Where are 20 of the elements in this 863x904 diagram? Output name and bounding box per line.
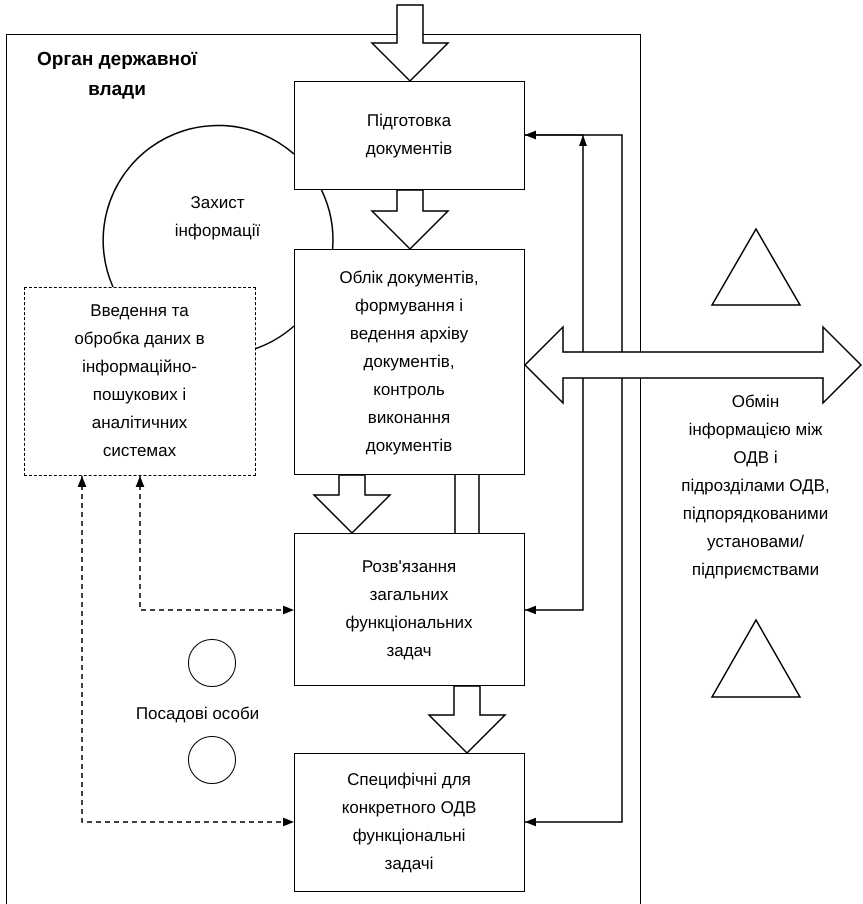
triangle-shape xyxy=(712,620,800,697)
block-arrow xyxy=(370,4,450,82)
block-arrow xyxy=(370,189,450,250)
process-box: Розв'язання загальних функціональних задач xyxy=(294,532,524,686)
block-arrow xyxy=(427,685,507,754)
circle-shape xyxy=(188,736,236,784)
double-line-connector xyxy=(454,474,480,534)
triangle-shape xyxy=(712,229,800,305)
dashed-process-box: Введення та обробка даних в інформаційно-пошукових і аналітичних системах xyxy=(24,286,256,476)
circle-shape xyxy=(188,638,236,686)
exchange-description: Обмін інформацією між ОДВ і підрозділами ОДВ, підпорядкованими установами/ підприємствами xyxy=(680,391,831,581)
process-box: Підготовка документів xyxy=(294,80,524,190)
process-box: Облік документів, формування і ведення архіву документів, контроль виконання документів xyxy=(294,248,524,474)
group-title: Орган державної влади xyxy=(36,48,198,102)
organization-frame xyxy=(6,34,641,904)
block-arrow xyxy=(312,474,392,534)
double-block-arrow xyxy=(524,325,862,405)
process-box: Специфічні для конкретного ОДВ функціональні задачі xyxy=(294,752,524,892)
circle-label: Захист інформації xyxy=(160,184,276,248)
staff-label: Посадові особи xyxy=(134,703,260,725)
